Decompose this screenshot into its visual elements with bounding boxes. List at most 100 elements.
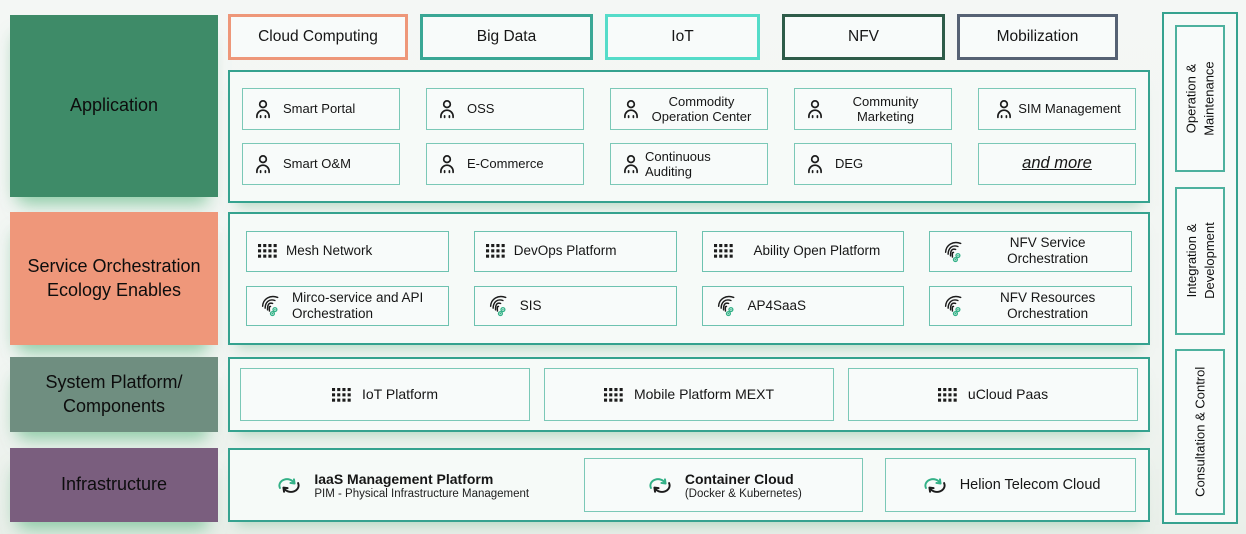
sidebar-om-line1: Operation & — [1183, 63, 1199, 134]
orchestration-icon — [486, 293, 511, 318]
grid-icon — [604, 388, 623, 402]
item-nfv-resources-orchestration-label: NFV Resources Orchestration — [999, 289, 1096, 321]
item-and-more-label: and more — [1022, 154, 1092, 173]
sidebar-id-line1: Integration & — [1183, 224, 1199, 298]
sidebar-operation-maintenance: Operation & Maintenance — [1175, 25, 1225, 172]
services-sidebar: Operation & Maintenance Integration & De… — [1162, 12, 1238, 524]
sidebar-operation-maintenance-label: Operation & Maintenance — [1182, 61, 1217, 135]
tab-cloud-computing-label: Cloud Computing — [258, 28, 378, 45]
system-platform-container: IoT Platform Mobile Platform MEXT uCloud… — [228, 357, 1150, 432]
layer-application-label: Application — [69, 95, 159, 116]
item-continuous-auditing-label: Continuous Auditing — [645, 148, 711, 179]
item-smart-oandm-label: Smart O&M — [283, 156, 351, 172]
user-icon — [436, 153, 458, 175]
item-nfv-resources-orchestration: NFV Resources Orchestration — [929, 285, 1132, 326]
layer-system-platform: System Platform/ Components — [10, 357, 218, 432]
orchestration-icon — [941, 293, 966, 318]
item-ability-open-platform-label: Ability Open Platform — [753, 243, 881, 259]
sidebar-integration-development: Integration & Development — [1175, 187, 1225, 335]
item-container-cloud-subtitle: (Docker & Kubernetes) — [684, 487, 802, 500]
tab-iot: IoT — [605, 14, 760, 60]
service-orchestration-container: Mesh Network DevOps Platform Ability Ope… — [228, 212, 1150, 345]
cloud-sync-icon — [275, 474, 303, 496]
item-ucloud-paas-label: uCloud Paas — [967, 386, 1049, 403]
application-apps-container: Smart Portal OSS Commodity Operation Cen… — [228, 70, 1150, 203]
sidebar-id-line2: Development — [1201, 222, 1217, 300]
user-icon — [436, 98, 458, 120]
item-iaas-title: IaaS Management Platform — [314, 470, 494, 487]
item-smart-portal: Smart Portal — [242, 88, 400, 130]
item-continuous-auditing: Continuous Auditing — [610, 143, 768, 185]
user-icon — [252, 98, 274, 120]
item-e-commerce-label: E-Commerce — [467, 156, 544, 172]
grid-icon — [938, 388, 957, 402]
grid-icon — [486, 244, 505, 258]
item-devops-platform-label: DevOps Platform — [513, 243, 617, 259]
helion-text: Helion Telecom Cloud — [960, 477, 1101, 493]
user-icon — [620, 153, 642, 175]
item-commodity-operation-center-label: Commodity Operation Center — [651, 93, 752, 124]
user-icon — [252, 153, 274, 175]
item-container-cloud: Container Cloud (Docker & Kubernetes) — [584, 458, 864, 512]
item-smart-oandm: Smart O&M — [242, 143, 400, 185]
tab-nfv-label: NFV — [848, 28, 879, 45]
item-ap4saas-label: AP4SaaS — [747, 297, 807, 313]
item-helion-title: Helion Telecom Cloud — [959, 477, 1101, 493]
item-container-cloud-title: Container Cloud — [684, 470, 794, 487]
item-micro-service-api-orchestration-label: Mirco-service and API Orchestration — [292, 289, 424, 321]
orchestration-icon — [258, 293, 283, 318]
item-community-marketing-label: Community Marketing — [852, 93, 919, 124]
layer-service-orchestration: Service Orchestration Ecology Enables — [10, 212, 218, 345]
item-mobile-platform-mext: Mobile Platform MEXT — [544, 368, 834, 421]
item-sis-label: SIS — [519, 297, 542, 313]
tab-mobilization-label: Mobilization — [996, 28, 1079, 45]
cloud-sync-icon — [921, 474, 949, 496]
user-icon — [993, 98, 1015, 120]
item-smart-portal-label: Smart Portal — [283, 101, 356, 117]
item-mesh-network-label: Mesh Network — [286, 243, 373, 259]
user-icon — [620, 98, 642, 120]
user-icon — [804, 98, 826, 120]
tab-big-data-label: Big Data — [476, 28, 537, 45]
sidebar-integration-development-label: Integration & Development — [1182, 223, 1217, 300]
sidebar-om-line2: Maintenance — [1201, 61, 1217, 136]
item-sim-management-label: SIM Management — [1018, 101, 1121, 117]
item-oss-label: OSS — [467, 101, 495, 117]
grid-icon — [332, 388, 351, 402]
infrastructure-container: IaaS Management Platform PIM - Physical … — [228, 448, 1150, 522]
item-iaas-management-platform: IaaS Management Platform PIM - Physical … — [242, 458, 562, 512]
sidebar-cc-line1: Consultation & Control — [1192, 366, 1208, 498]
tab-mobilization: Mobilization — [957, 14, 1118, 60]
sidebar-consultation-control: Consultation & Control — [1175, 349, 1225, 515]
tab-iot-label: IoT — [671, 28, 694, 45]
item-iaas-subtitle: PIM - Physical Infrastructure Management — [314, 487, 530, 500]
tab-nfv: NFV — [782, 14, 945, 60]
orchestration-icon — [714, 293, 739, 318]
item-ap4saas: AP4SaaS — [701, 285, 905, 326]
item-devops-platform: DevOps Platform — [473, 231, 677, 272]
item-mesh-network: Mesh Network — [246, 231, 449, 272]
container-cloud-text: Container Cloud (Docker & Kubernetes) — [685, 471, 802, 500]
item-e-commerce: E-Commerce — [426, 143, 584, 185]
item-helion-telecom-cloud: Helion Telecom Cloud — [885, 458, 1136, 512]
item-iot-platform: IoT Platform — [240, 368, 530, 421]
item-nfv-service-orchestration-label: NFV Service Orchestration — [1007, 235, 1089, 267]
layer-infrastructure-label: Infrastructure — [60, 474, 168, 495]
tab-cloud-computing: Cloud Computing — [228, 14, 408, 60]
grid-icon — [258, 244, 277, 258]
item-deg: DEG — [794, 143, 952, 185]
iaas-text: IaaS Management Platform PIM - Physical … — [314, 471, 529, 500]
item-ability-open-platform: Ability Open Platform — [701, 231, 905, 272]
tab-big-data: Big Data — [420, 14, 593, 60]
sidebar-consultation-control-label: Consultation & Control — [1191, 367, 1209, 497]
item-community-marketing: Community Marketing — [794, 88, 952, 130]
user-icon — [804, 153, 826, 175]
item-commodity-operation-center: Commodity Operation Center — [610, 88, 768, 130]
layer-application: Application — [10, 15, 218, 197]
orchestration-icon — [941, 239, 966, 264]
cloud-sync-icon — [646, 474, 674, 496]
item-iot-platform-label: IoT Platform — [362, 386, 438, 403]
item-sim-management: SIM Management — [978, 88, 1136, 130]
item-and-more: and more — [978, 143, 1136, 185]
